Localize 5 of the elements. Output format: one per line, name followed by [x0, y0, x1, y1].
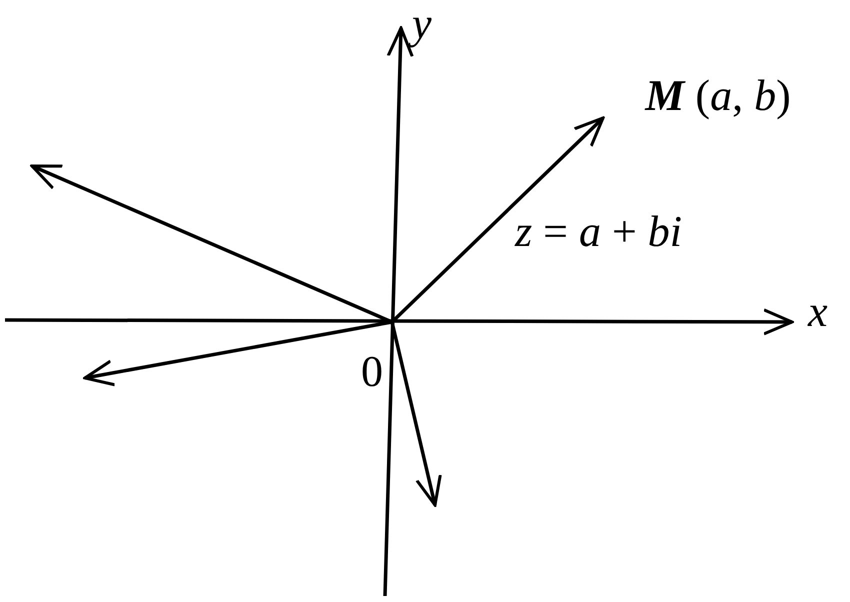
- vector-arrow: [390, 322, 442, 506]
- axis-label: x: [808, 288, 828, 336]
- point-label: M (a, b): [603, 72, 833, 120]
- origin-label: 0: [352, 322, 392, 396]
- vector-arrow: [84, 320, 392, 386]
